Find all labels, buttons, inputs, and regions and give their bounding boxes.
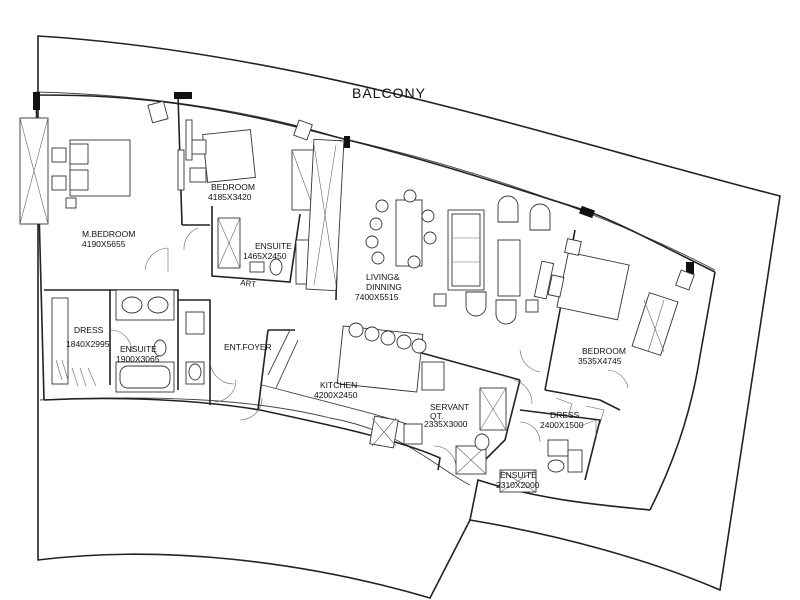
room-size: 7400X5515 <box>355 292 399 302</box>
ensuite-3-label: ENSUITE 2310X2000 <box>496 470 540 490</box>
room-name: DRESS <box>74 325 104 335</box>
living-dining-furniture <box>365 189 551 325</box>
room-name: BEDROOM <box>211 182 255 192</box>
dress-ensuite-3-fixtures <box>499 397 605 493</box>
room-size: 1900X3065 <box>116 354 160 364</box>
master-bedroom-label: M.BEDROOM 4190X5655 <box>82 229 135 249</box>
room-size: 1465X2450 <box>243 251 287 261</box>
servant-quarter-fixtures <box>433 379 533 475</box>
room-name: SERVANT <box>430 402 469 412</box>
room-size: 2310X2000 <box>496 480 540 490</box>
kitchen-fixtures <box>239 322 445 449</box>
room-name: LIVING& <box>366 272 400 282</box>
ensuite-1-label: ENSUITE 1900X3065 <box>116 344 160 364</box>
room-name: KITCHEN <box>320 380 357 390</box>
bedroom-2-furniture <box>183 119 315 251</box>
ensuite-2-label: ENSUITE 1465X2450 <box>243 241 292 261</box>
servant-quarter-label: SERVANT QT. 2335X3000 <box>424 402 469 429</box>
art-label: ART <box>240 278 257 289</box>
room-name: BEDROOM <box>582 346 626 356</box>
room-size: 4200X2450 <box>314 390 358 400</box>
balcony-label: BALCONY <box>352 85 426 101</box>
room-size: 1840X2995 <box>66 339 110 349</box>
kitchen-label: KITCHEN 4200X2450 <box>314 380 358 400</box>
room-size: 4185X3420 <box>208 192 252 202</box>
bedroom-3-furniture <box>519 238 695 389</box>
master-bedroom-furniture <box>19 100 185 272</box>
bedroom-3-label: BEDROOM 3535X4745 <box>578 346 626 366</box>
dress-3-label: DRESS 2400X1500 <box>540 410 584 430</box>
living-wardrobe <box>305 138 345 292</box>
dress-ensuite-1-fixtures <box>51 289 237 403</box>
foyer-label: ENT.FOYER <box>224 342 272 352</box>
room-name: M.BEDROOM <box>82 229 135 239</box>
room-name: DRESS <box>550 410 580 420</box>
room-size: 2335X3000 <box>424 419 468 429</box>
room-size: 4190X5655 <box>82 239 126 249</box>
room-size: 3535X4745 <box>578 356 622 366</box>
living-dining-label: LIVING& DINNING 7400X5515 <box>355 272 402 302</box>
room-name: ENSUITE <box>120 344 157 354</box>
dress-1-label: DRESS 1840X2995 <box>66 325 110 349</box>
bedroom-2-label: BEDROOM 4185X3420 <box>208 182 255 202</box>
room-name-2: QT. <box>430 411 443 421</box>
room-size: 2400X1500 <box>540 420 584 430</box>
room-name-2: DINNING <box>366 282 402 292</box>
room-name: ENSUITE <box>255 241 292 251</box>
room-name: ENSUITE <box>500 470 537 480</box>
